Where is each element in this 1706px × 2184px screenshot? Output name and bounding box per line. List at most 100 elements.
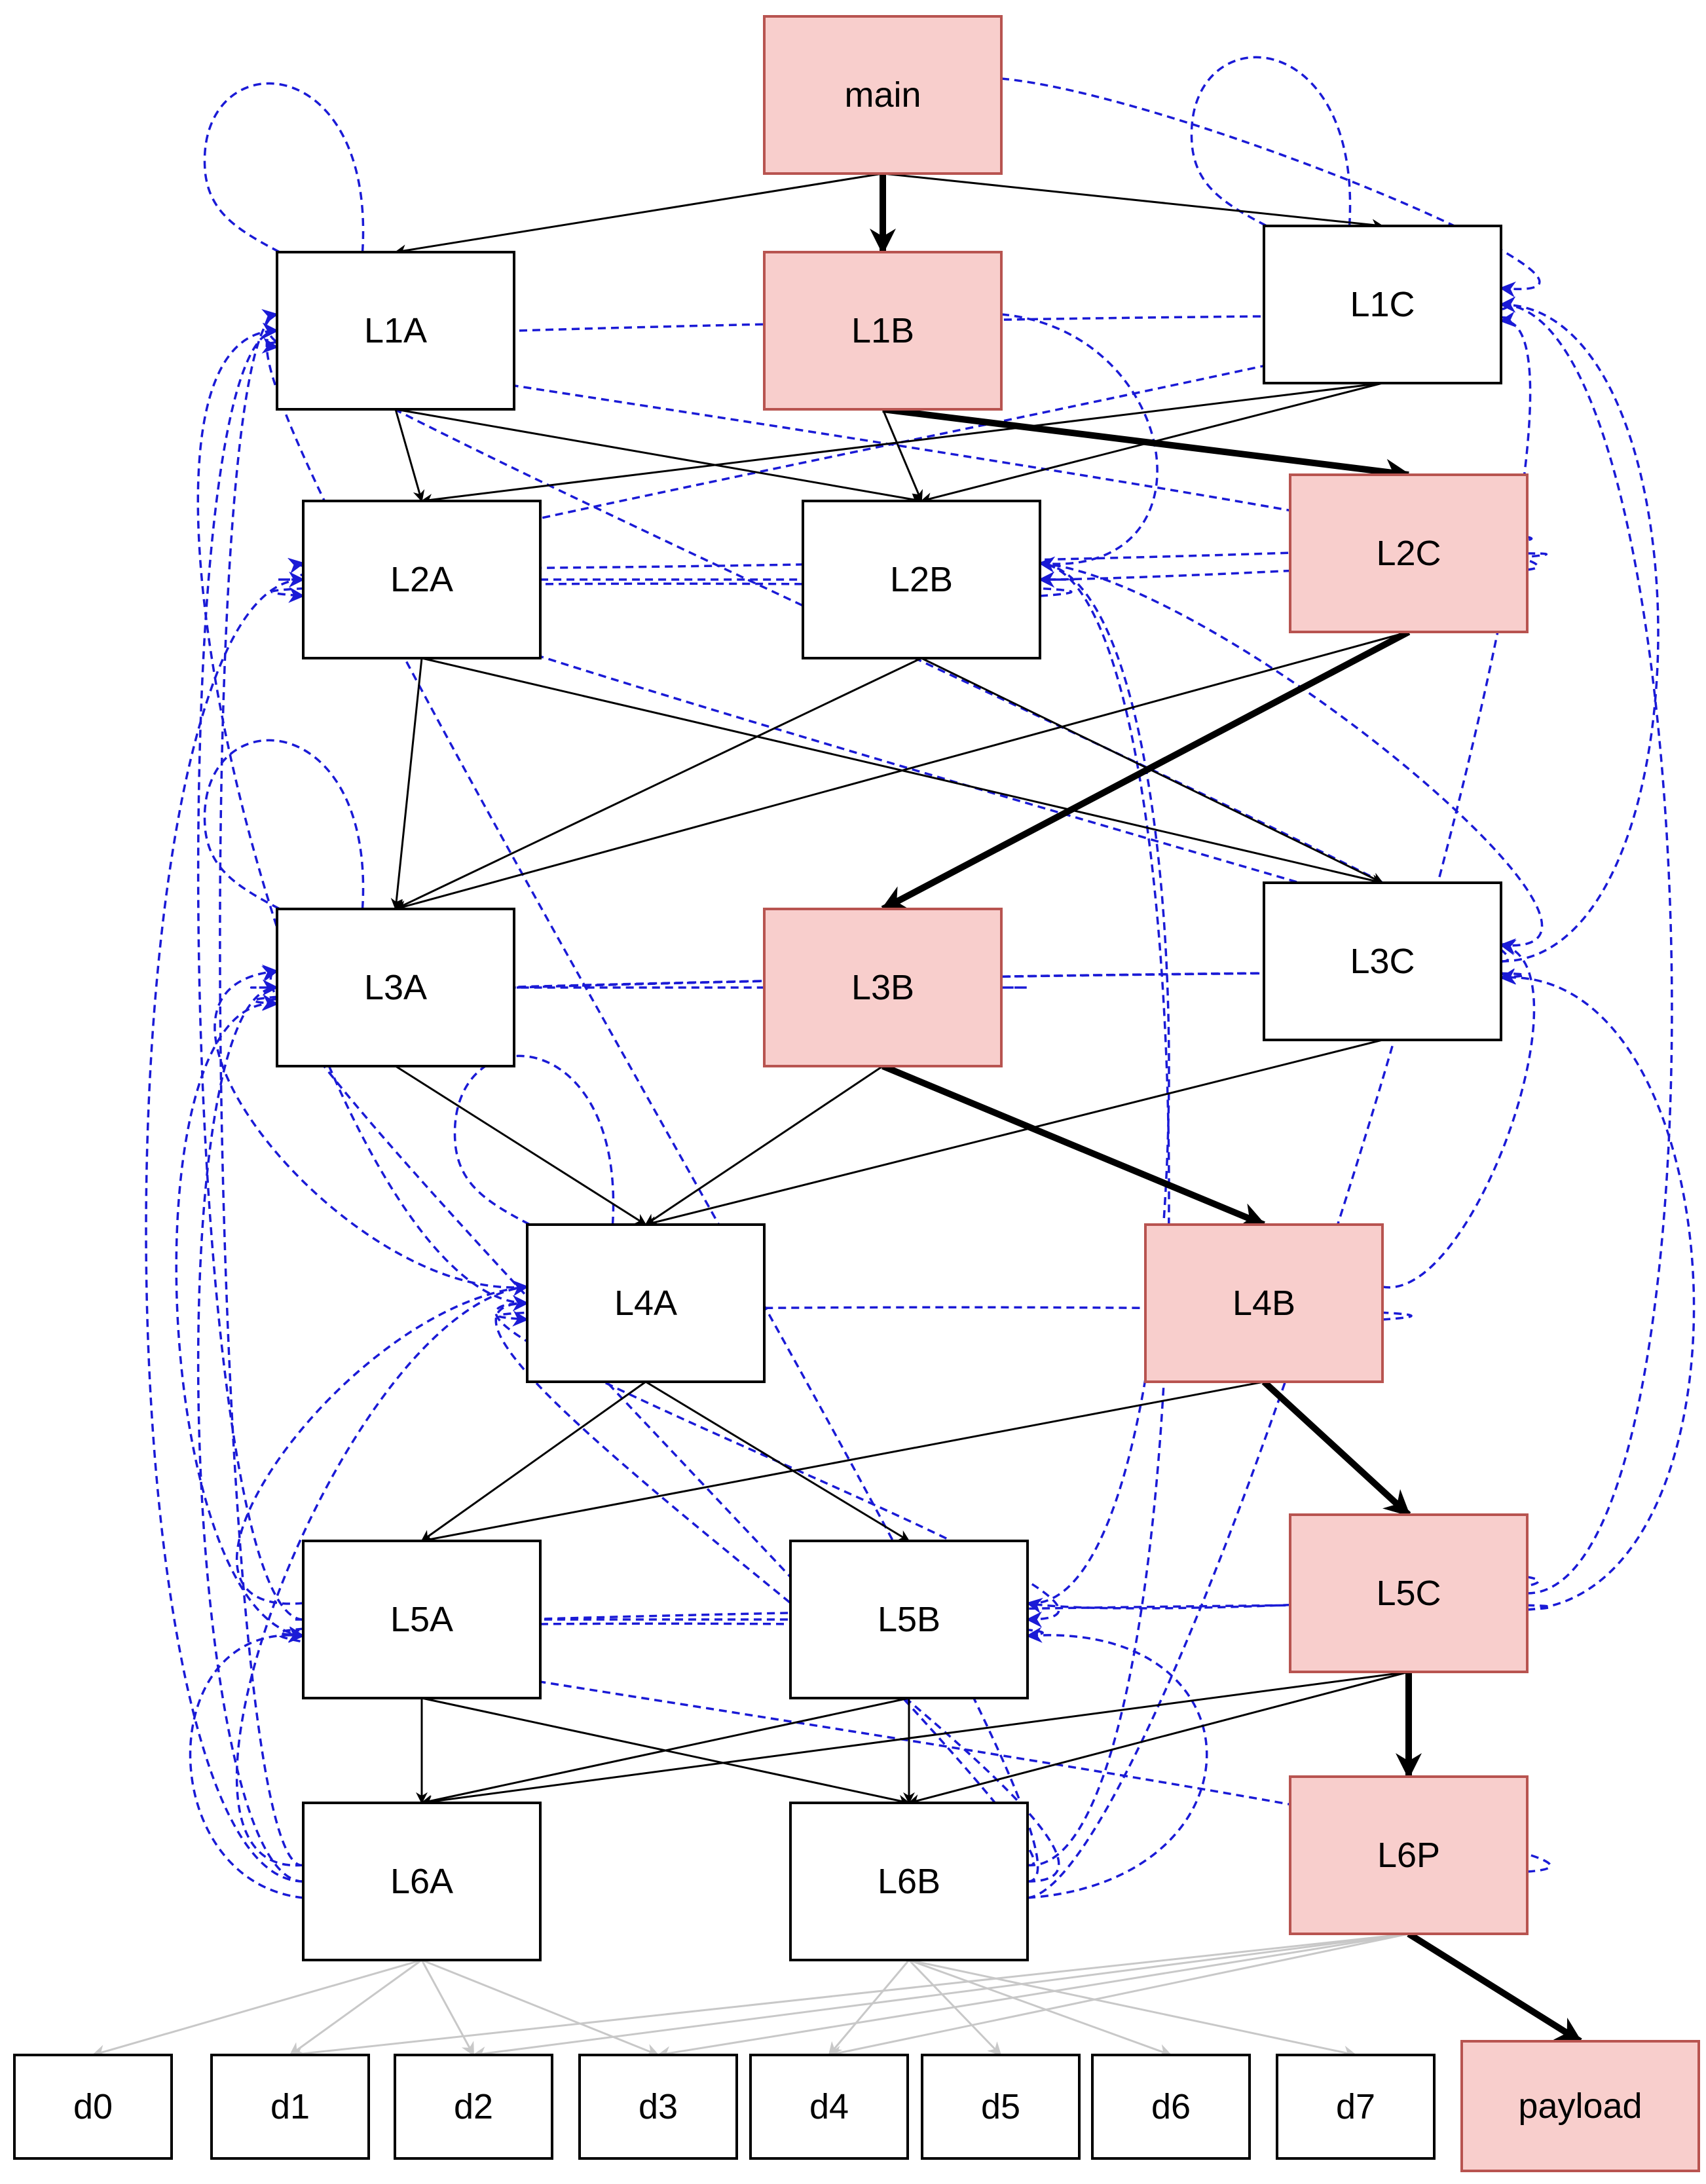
node-L6B: L6B [789,1802,1029,1961]
dashed-edge-main-to-L1C [1001,77,1541,298]
edge-L2A-to-L3A [390,657,423,910]
node-box-L6B [789,1802,1029,1961]
dashed-edge-L4B-to-L3C [1382,939,1536,1289]
dashed-edge-L6B-to-L2B [1027,556,1170,1866]
node-box-L2A [302,500,542,659]
node-label-L3C: L3C [1350,942,1415,981]
node-label-L3A: L3A [364,968,427,1007]
node-box-L6P [1289,1775,1529,1935]
edge-L5C-to-L6A [420,1671,1409,1807]
node-label-L3B: L3B [851,968,914,1007]
data-edge-L6A-to-d1 [289,1959,422,2056]
path-edge-L4B-to-L5C [1261,1379,1411,1517]
node-label-d6: d6 [1151,2087,1191,2126]
data-edge-L6A-to-d3 [421,1959,659,2057]
node-box-L5C [1289,1513,1529,1673]
node-box-L5B [789,1540,1029,1699]
edge-L3A-to-L4A [395,1065,647,1226]
node-label-L5A: L5A [390,1600,453,1639]
edge-L3B-to-L4A [644,1065,883,1226]
node-d2: d2 [394,2054,553,2160]
node-box-L1B [763,251,1003,411]
node-d1: d1 [210,2054,370,2160]
data-edge-L6P-to-d4 [827,1933,1409,2060]
node-box-L3C [1263,881,1502,1041]
edge-L3C-to-L4A [644,1039,1383,1228]
call-edges-layer [390,172,1409,1807]
node-L3A: L3A [276,908,515,1067]
edge-L2C-to-L3A [394,631,1409,912]
node-L6P: L6P [1289,1775,1529,1935]
node-label-d5: d5 [981,2087,1020,2126]
dashed-edge-L3A-to-L3A [203,739,365,936]
node-box-d7 [1276,2054,1436,2160]
data-edge-L6P-to-d2 [472,1933,1409,2060]
dashed-edge-L5B-to-L2B [1027,556,1170,1604]
node-label-d7: d7 [1336,2087,1375,2126]
node-label-L4A: L4A [614,1284,677,1323]
node-L4B: L4B [1144,1223,1384,1383]
node-label-L2C: L2C [1376,534,1441,573]
dashed-edge-L1C-to-L1C [1190,56,1352,253]
node-label-L1B: L1B [851,311,914,350]
dashed-edge-L6A-to-L1A [219,309,304,1866]
dashed-edge-L1B-to-L2B [1001,313,1159,573]
node-label-L6P: L6P [1377,1836,1440,1875]
node-d6: d6 [1091,2054,1251,2160]
node-payload: payload [1460,2040,1700,2172]
edge-main-to-L1A [394,172,883,257]
node-L2C: L2C [1289,473,1529,633]
path-edge-L6P-to-payload [1407,1931,1583,2045]
node-box-L2C [1289,473,1529,633]
node-L3B: L3B [763,908,1003,1067]
node-L1C: L1C [1263,225,1502,384]
dashed-edge-L6B-to-L5B [1026,1627,1208,1899]
data-edge-L6A-to-d2 [420,1959,475,2056]
node-box-d5 [921,2054,1081,2160]
edge-L2B-to-L3A [394,657,922,910]
edge-L1B-to-L2B [881,409,923,502]
node-box-d0 [13,2054,173,2160]
dashed-edge-L4A-to-L4A [453,1054,615,1252]
path-edge-L3B-to-L4B [881,1063,1267,1228]
node-label-L5C: L5C [1376,1574,1441,1613]
node-main: main [763,15,1003,175]
edge-L5C-to-L6B [908,1671,1409,1806]
node-L6A: L6A [302,1802,542,1961]
node-box-d1 [210,2054,370,2160]
dashed-edge-L6B-to-L3A [261,966,1035,1866]
data-edges-layer [91,1933,1409,2061]
dashed-edge-L6A-to-L5A [189,1626,305,1899]
dashed-edge-L5A-to-L3A [175,994,304,1637]
dashed-edge-L3C-to-L1C [1499,296,1660,963]
node-d3: d3 [578,2054,738,2160]
dashed-edge-L6B-to-L1C [1027,311,1532,1899]
node-box-payload [1460,2040,1700,2172]
dashed-edge-L6B-to-L4A [494,1295,1060,1883]
dashed-edge-L5C-to-L5B [1026,1576,1540,1614]
node-box-d6 [1091,2054,1251,2160]
dashed-edge-L6B-to-L1A [262,323,1039,1883]
node-label-L2B: L2B [890,560,953,599]
dashed-edge-L4A-to-L1A [196,322,528,1305]
node-label-L2A: L2A [390,560,453,599]
edge-L1A-to-L2B [395,408,923,506]
node-box-main [763,15,1003,175]
node-label-L1A: L1A [364,311,427,350]
edge-L1A-to-L2A [394,409,425,502]
dashed-edge-L5A-to-L4A [235,1280,529,1605]
node-box-L4B [1144,1223,1384,1383]
node-label-L1C: L1C [1350,285,1415,324]
dashed-edge-L5C-to-L1C [1499,296,1673,1595]
node-L5C: L5C [1289,1513,1529,1673]
edge-L4A-to-L5A [420,1380,646,1542]
data-edge-L6P-to-d3 [656,1933,1409,2060]
dashed-edge-L2B-to-L2A [270,582,1073,603]
node-box-d3 [578,2054,738,2160]
node-d7: d7 [1276,2054,1436,2160]
node-box-d2 [394,2054,553,2160]
node-L1A: L1A [276,251,515,411]
data-edge-L6B-to-d7 [908,1959,1358,2060]
